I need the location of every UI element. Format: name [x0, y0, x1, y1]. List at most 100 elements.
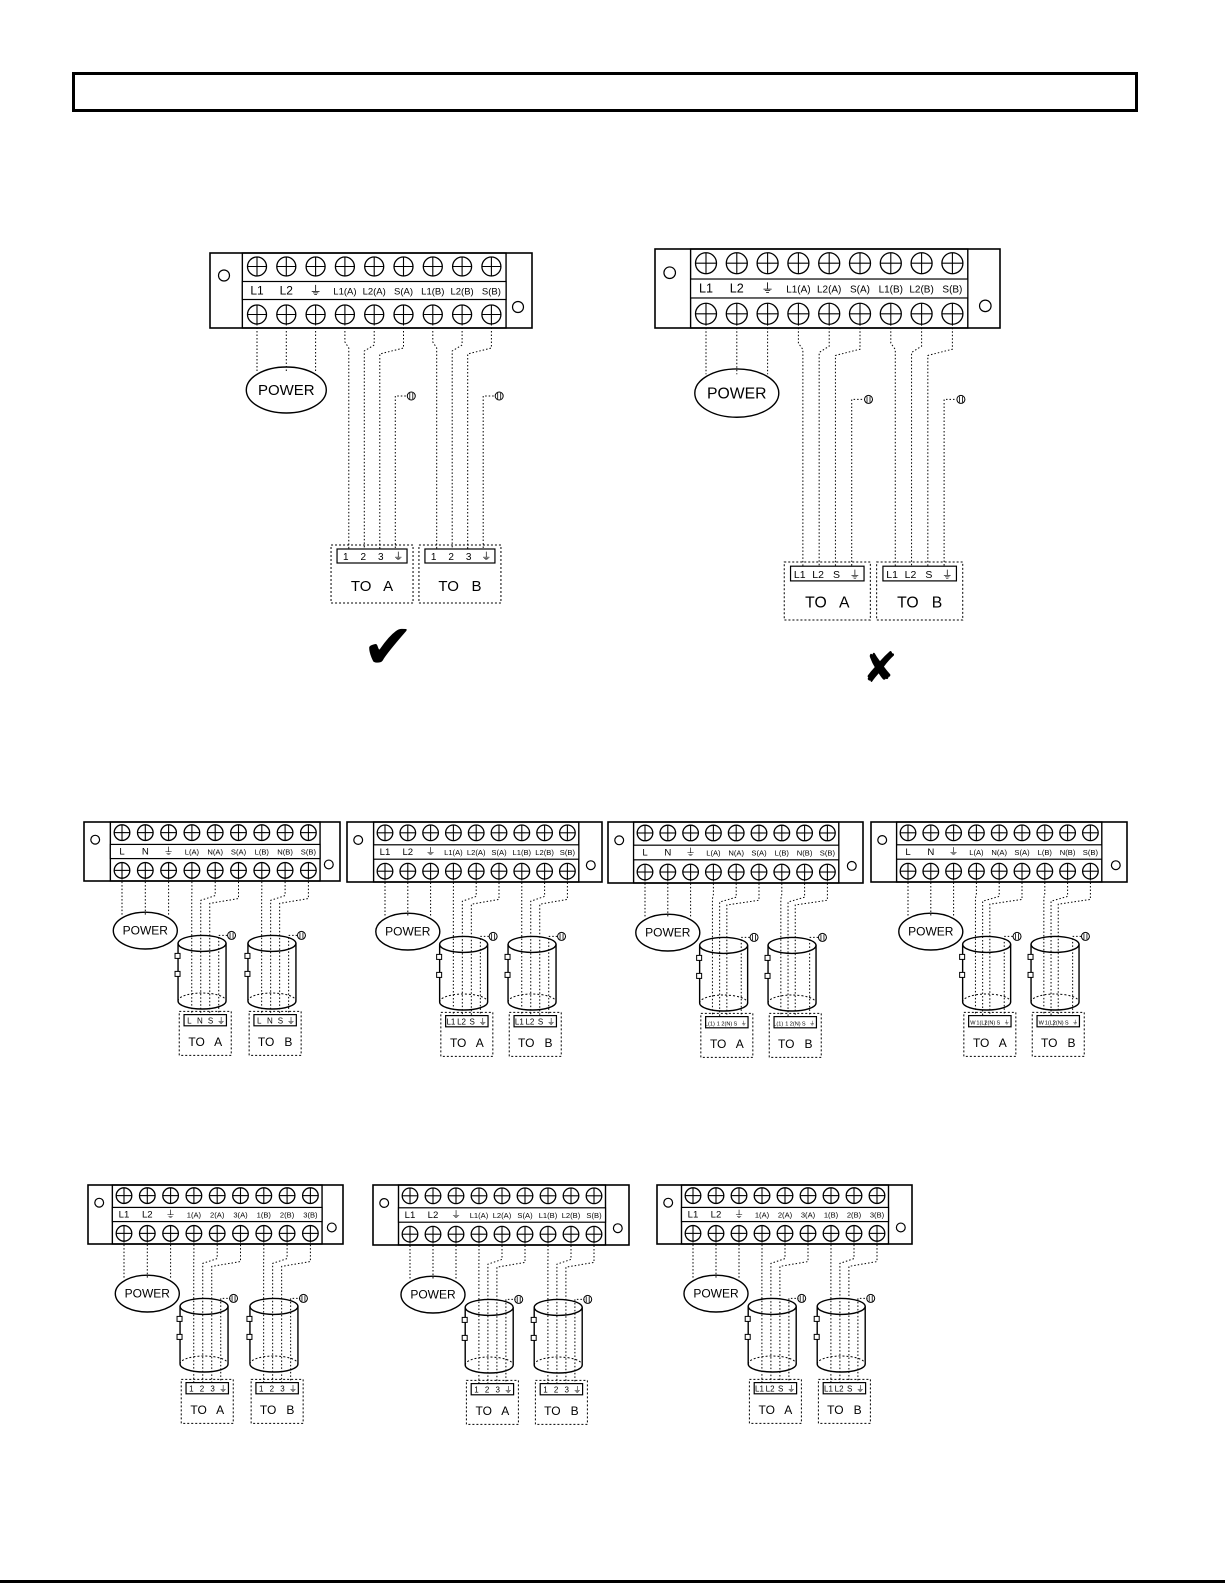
cable-sleeve-bottom: [816, 1363, 866, 1373]
terminal-label-strip: [241, 280, 507, 301]
wire-line: [200, 878, 216, 1020]
cable-sleeve-bottom: [533, 1364, 583, 1374]
terminal-label-5: S(A): [1014, 848, 1030, 857]
terminal-label-7: N(B): [1060, 848, 1076, 857]
destination-terminal-label: ⏚: [741, 1020, 747, 1027]
destination-box-B: [1031, 1011, 1085, 1057]
destination-terminal-strip: [882, 565, 958, 582]
destination-label-B: TO B: [258, 1035, 292, 1049]
destination-terminal-label: 1(L): [976, 1020, 986, 1026]
cable-tie-tab: [696, 954, 703, 961]
cable-sleeve-bottom-back: [533, 1356, 583, 1366]
mounting-hole-icon: [614, 835, 625, 846]
cable-tie-tab: [504, 971, 511, 978]
destination-terminal-label: L2: [812, 569, 824, 581]
cable-tie-tab: [436, 971, 443, 978]
terminal-label-2: ⏚: [166, 1210, 176, 1221]
power-label: POWER: [258, 382, 315, 399]
terminal-label-3: L(A): [706, 849, 721, 858]
terminal-label-0: L1: [119, 1210, 130, 1221]
power-label: POWER: [123, 924, 169, 938]
wire-line: [797, 324, 804, 573]
mounting-hole-icon: [846, 860, 857, 871]
destination-terminal-label: 2(N): [790, 1021, 801, 1027]
terminal-label-4: 2(A): [210, 1211, 225, 1220]
terminal-label-6: L(B): [1038, 848, 1053, 857]
cable-sleeve-top: [767, 936, 817, 955]
wire-line: [857, 1297, 868, 1388]
ground-symbol-icon: [494, 391, 504, 401]
destination-terminal-label: W: [970, 1020, 976, 1026]
cable-sleeve-bottom: [698, 1002, 749, 1012]
cable-sleeve-bottom: [767, 1002, 817, 1012]
ground-symbol-icon: [1080, 931, 1090, 941]
terminal-label-6: L1(B): [421, 287, 444, 298]
mounting-hole-icon: [978, 299, 992, 313]
destination-terminal-label: 1: [543, 1385, 548, 1394]
terminal-label-6: L1(B): [879, 285, 903, 296]
destination-box-A: [700, 1012, 754, 1058]
cable-sleeve-bottom-back: [767, 994, 817, 1004]
destination-terminal-label: S: [847, 1384, 852, 1393]
terminal-label-7: 2(B): [280, 1211, 295, 1220]
mounting-hole-icon: [895, 1222, 906, 1233]
wire-line: [574, 1298, 585, 1389]
terminal-label-4: L2(A): [363, 287, 386, 298]
cable-sleeve-bottom: [747, 1363, 797, 1373]
destination-terminal-label: 1: [431, 552, 437, 563]
wire-line: [482, 395, 496, 555]
ground-symbol-icon: [864, 394, 874, 404]
destination-label-B: TO B: [778, 1037, 812, 1051]
destination-terminal-label: ⏚: [809, 1020, 815, 1027]
destination-terminal-label: S: [208, 1016, 213, 1025]
cable-tie-tab: [174, 970, 181, 977]
destination-terminal-label: 1: [343, 552, 349, 563]
destination-label-B: TO B: [1041, 1036, 1075, 1050]
destination-terminal-strip: [789, 565, 865, 582]
ground-symbol-icon: [1012, 931, 1022, 941]
wire-line: [461, 879, 477, 1021]
destination-terminal-label: S: [802, 1021, 806, 1027]
terminal-label-8: S(B): [482, 287, 501, 298]
destination-terminal-strip: [773, 1015, 818, 1029]
cable-sleeve-bottom: [179, 1363, 229, 1373]
mounting-hole-icon: [94, 1197, 105, 1208]
wire-line: [281, 1241, 311, 1388]
destination-box-B: [768, 1012, 822, 1058]
destination-terminal-label: 2(N): [721, 1021, 732, 1027]
terminal-label-6: L(B): [255, 848, 270, 857]
terminal-label-8: 3(B): [303, 1211, 318, 1220]
wire-line: [787, 879, 806, 1022]
destination-box-B: [508, 1011, 562, 1057]
destination-terminal-label: 2: [200, 1384, 205, 1393]
destination-terminal-label: L(1): [773, 1021, 783, 1027]
page-header-box: [72, 72, 1138, 112]
destination-box-A: [963, 1011, 1017, 1057]
destination-label-A: TO A: [351, 578, 393, 595]
ground-symbol-icon: [296, 930, 306, 940]
terminal-label-0: L: [642, 848, 648, 859]
wire-line: [565, 1242, 595, 1389]
cable-sleeve-bottom-back: [249, 1355, 299, 1365]
wire-line: [927, 324, 953, 573]
power-supply-ellipse: [112, 911, 179, 950]
power-supply-ellipse: [114, 1274, 181, 1313]
destination-terminal-label: 1: [785, 1021, 788, 1027]
terminal-label-3: 1(A): [187, 1211, 202, 1220]
wire-line: [344, 324, 350, 555]
terminal-label-7: 2(B): [847, 1211, 862, 1220]
cable-sleeve-bottom-back: [507, 993, 557, 1003]
destination-terminal-label: 3: [210, 1384, 215, 1393]
wire-line: [1003, 935, 1014, 1021]
ground-symbol-icon: [229, 1293, 239, 1303]
ground-symbol-icon: [298, 1293, 308, 1303]
wire-line: [539, 879, 568, 1021]
wire-line: [394, 395, 408, 555]
terminal-label-8: S(B): [586, 1211, 602, 1220]
destination-terminal-label: 1: [717, 1021, 720, 1027]
destination-terminal-label: 3: [378, 552, 384, 563]
terminal-label-6: 1(B): [257, 1211, 272, 1220]
wire-line: [818, 324, 830, 573]
terminal-label-5: S(A): [751, 849, 767, 858]
